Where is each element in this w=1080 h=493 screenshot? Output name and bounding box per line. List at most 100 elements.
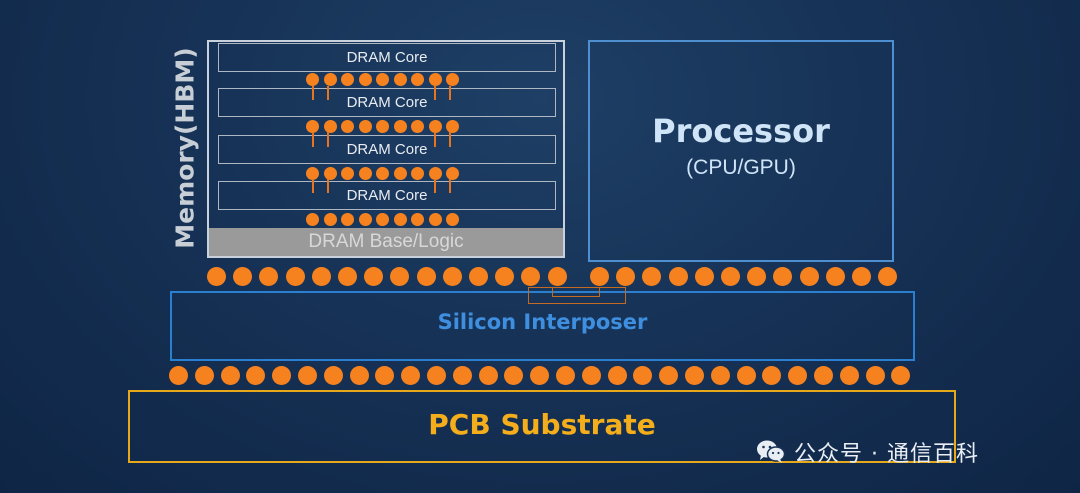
micro-bump [393,213,407,226]
pcb-bump [427,366,446,385]
tsv-line [327,132,329,147]
micro-bump [358,73,372,86]
pcb-bump [891,366,911,385]
die-bump [721,267,740,286]
silicon-interposer [170,291,915,361]
die-bump [416,267,436,286]
micro-bump [411,73,424,86]
wechat-icon [756,439,786,465]
tsv-line [449,132,451,147]
tsv-line [312,132,314,147]
micro-bump [341,73,354,86]
die-bump [338,267,357,286]
pcb-bump [349,366,369,385]
die-bump [590,267,609,286]
micro-bump [376,213,389,226]
micro-bump [411,120,424,133]
pcb-bump [323,366,343,385]
die-bump [852,267,871,286]
die-bump [207,267,226,286]
pcb-bump [298,366,317,385]
tsv-line [449,179,451,193]
dram-base-logic: DRAM Base/Logic [209,228,563,256]
micro-bump [323,120,337,133]
dram-core-2: DRAM Core [218,88,556,117]
pcb-bump [607,366,627,385]
pcb-bump [865,366,885,385]
processor-box [588,40,894,262]
tsv-line [327,179,329,193]
pcb-bump [788,366,808,385]
pcb-bump [814,366,833,385]
tsv-line [312,179,314,193]
die-bump [521,267,541,286]
micro-bump [428,120,442,133]
micro-bump [323,213,337,226]
pcb-bump [194,366,214,385]
pcb-bump [220,366,240,385]
die-bump [773,267,793,286]
pcb-substrate-label: PCB Substrate [428,408,656,441]
pcb-bump [839,366,859,385]
dram-core-3: DRAM Core [218,135,556,164]
micro-bump [306,167,319,180]
micro-bump [376,120,389,133]
micro-bump [358,120,372,133]
micro-bump [358,213,372,226]
processor-title: Processor [652,112,830,150]
pcb-bump [685,366,704,385]
pcb-bump [659,366,679,385]
pcb-bump [452,366,472,385]
tsv-line [434,86,436,100]
die-bump [668,267,688,286]
tsv-line [449,86,451,100]
micro-bump [306,120,319,133]
micro-bump [411,213,424,226]
die-bump [799,267,819,286]
pcb-bump [762,366,782,385]
micro-bump [341,213,354,226]
micro-bump [306,213,319,226]
dram-core-4: DRAM Core [218,181,556,210]
silicon-interposer-label: Silicon Interposer [437,310,648,334]
die-bump [642,267,662,286]
pcb-bump [272,366,292,385]
die-bump [547,267,567,286]
tsv-line [312,86,314,100]
pcb-bump [581,366,601,385]
micro-bump [323,73,337,86]
die-bump [259,267,279,286]
micro-bump [428,213,442,226]
micro-bump [376,167,389,180]
die-bump [469,267,488,286]
dram-core-1: DRAM Core [218,43,556,72]
micro-bump [393,73,407,86]
micro-bump [446,213,459,226]
watermark: 公众号 · 通信百科 [756,437,979,467]
pcb-bump [556,366,575,385]
pcb-bump [169,366,188,385]
micro-bump [428,167,442,180]
micro-bump [393,167,407,180]
pcb-bump [530,366,550,385]
die-bump [233,267,253,286]
interposer-wire-inner [552,287,600,297]
micro-bump [428,73,442,86]
processor-subtitle: (CPU/GPU) [686,156,796,179]
die-bump [285,267,305,286]
die-bump [364,267,384,286]
pcb-bump [633,366,653,385]
die-bump [878,267,898,286]
pcb-bump [375,366,395,385]
micro-bump [446,167,459,180]
micro-bump [393,120,407,133]
pcb-bump [504,366,524,385]
micro-bump [306,73,319,86]
pcb-bump [710,366,730,385]
micro-bump [411,167,424,180]
pcb-bump [736,366,756,385]
pcb-substrate [128,390,956,463]
pcb-bump [401,366,421,385]
micro-bump [358,167,372,180]
micro-bump [446,73,459,86]
